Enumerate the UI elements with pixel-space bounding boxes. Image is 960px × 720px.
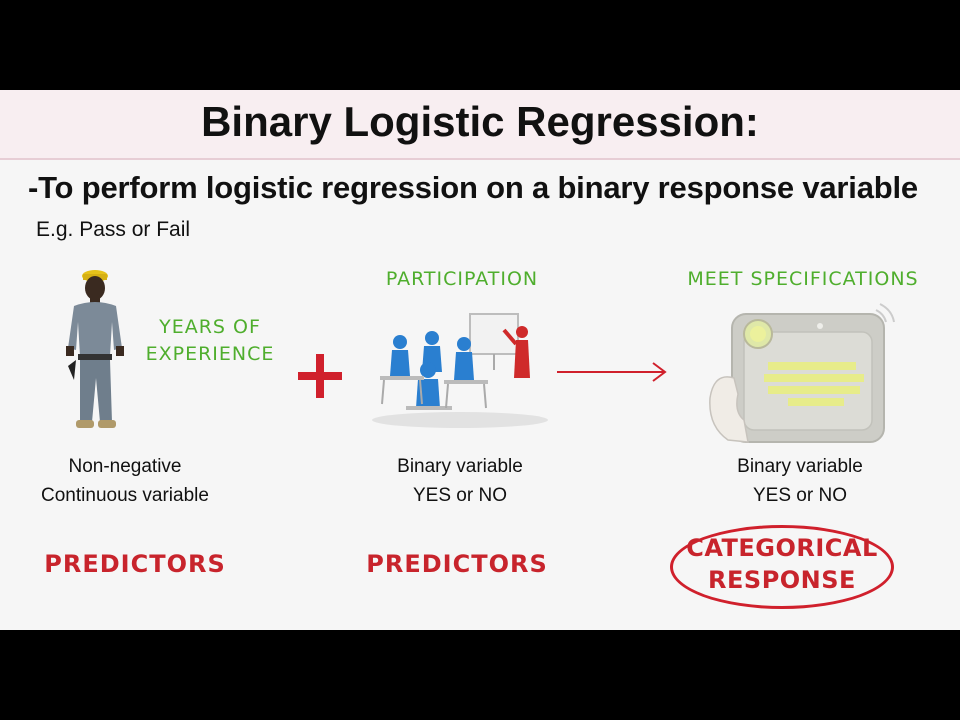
years-experience-desc-line1: Non-negative	[10, 452, 240, 481]
years-experience-label: YEARS OF EXPERIENCE	[140, 314, 280, 368]
slide-subtitle: -To perform logistic regression on a bin…	[28, 170, 918, 206]
plus-icon	[296, 352, 344, 400]
categorical-response-label: CATEGORICAL RESPONSE	[670, 532, 894, 596]
worker-icon	[52, 260, 138, 440]
years-experience-desc-line2: Continuous variable	[10, 481, 240, 510]
years-experience-line2: EXPERIENCE	[140, 341, 280, 368]
slide-title: Binary Logistic Regression:	[0, 98, 960, 146]
meet-specifications-label: MEET SPECIFICATIONS	[668, 266, 938, 293]
example-text: E.g. Pass or Fail	[36, 218, 190, 242]
meet-specifications-desc-line2: YES or NO	[680, 481, 920, 510]
participation-label: PARTICIPATION	[352, 266, 572, 293]
title-band: Binary Logistic Regression:	[0, 90, 960, 160]
participation-description: Binary variable YES or NO	[340, 452, 580, 510]
tablet-device-icon	[704, 302, 904, 452]
predictors-label-2: PREDICTORS	[352, 550, 562, 578]
participation-desc-line1: Binary variable	[340, 452, 580, 481]
years-experience-line1: YEARS OF	[140, 314, 280, 341]
right-arrow-icon	[555, 360, 671, 384]
classroom-icon	[370, 308, 555, 428]
slide: Binary Logistic Regression: -To perform …	[0, 90, 960, 630]
categorical-response-line1: CATEGORICAL	[670, 532, 894, 564]
meet-specifications-desc-line1: Binary variable	[680, 452, 920, 481]
categorical-response-line2: RESPONSE	[670, 564, 894, 596]
participation-desc-line2: YES or NO	[340, 481, 580, 510]
years-experience-description: Non-negative Continuous variable	[10, 452, 240, 510]
predictors-label-1: PREDICTORS	[30, 550, 240, 578]
meet-specifications-description: Binary variable YES or NO	[680, 452, 920, 510]
